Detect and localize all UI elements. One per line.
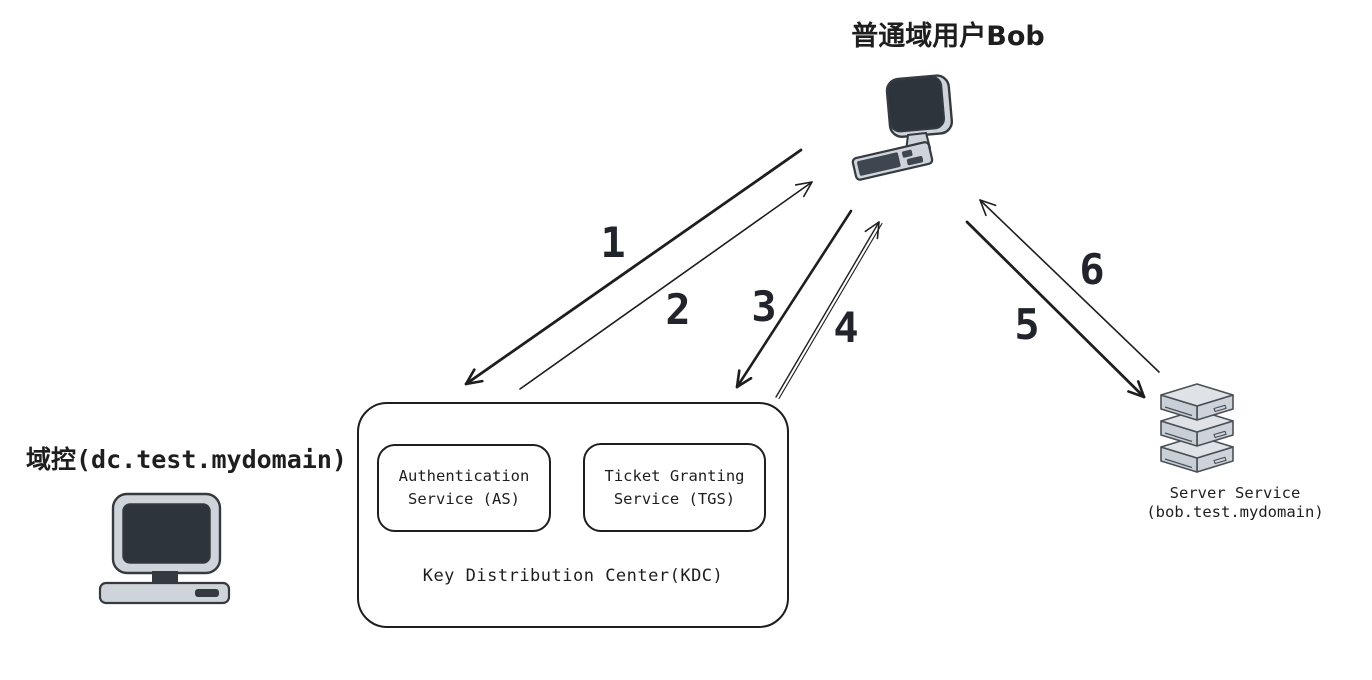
server-name: Server Service [1169,484,1301,502]
server-stack-icon [1160,383,1234,473]
arrow-4-kdc-to-client [775,221,883,400]
client-computer-icon [851,74,954,181]
arrow-2-kdc-to-client [519,181,813,390]
arrow-3-client-to-kdc [735,209,853,389]
kdc-box [357,402,789,628]
arrow-5-client-to-server [965,220,1146,399]
authentication-service-box: Authentication Service (AS) [377,444,551,532]
arrow-number-5: 5 [1014,300,1040,349]
arrow-6-server-to-client [979,199,1160,373]
arrow-number-4: 4 [833,303,859,352]
dc-computer-icon [98,492,231,605]
ticket-granting-service-label: Ticket Granting Service (TGS) [604,466,745,508]
kdc-title: Key Distribution Center(KDC) [422,566,724,586]
arrow-1-client-to-kdc [464,148,803,386]
domain-controller-label: 域控(dc.test.mydomain) [26,445,347,474]
ticket-granting-service-box: Ticket Granting Service (TGS) [583,443,766,532]
arrow-number-1: 1 [600,218,626,267]
arrow-number-6: 6 [1079,245,1105,294]
arrow-number-3: 3 [751,282,777,331]
arrow-number-2: 2 [665,285,691,334]
server-host: (bob.test.mydomain) [1146,503,1324,521]
authentication-service-label: Authentication Service (AS) [398,467,530,508]
client-label: 普通域用户Bob [851,21,1045,52]
server-label: Server Service (bob.test.mydomain) [1125,484,1345,522]
